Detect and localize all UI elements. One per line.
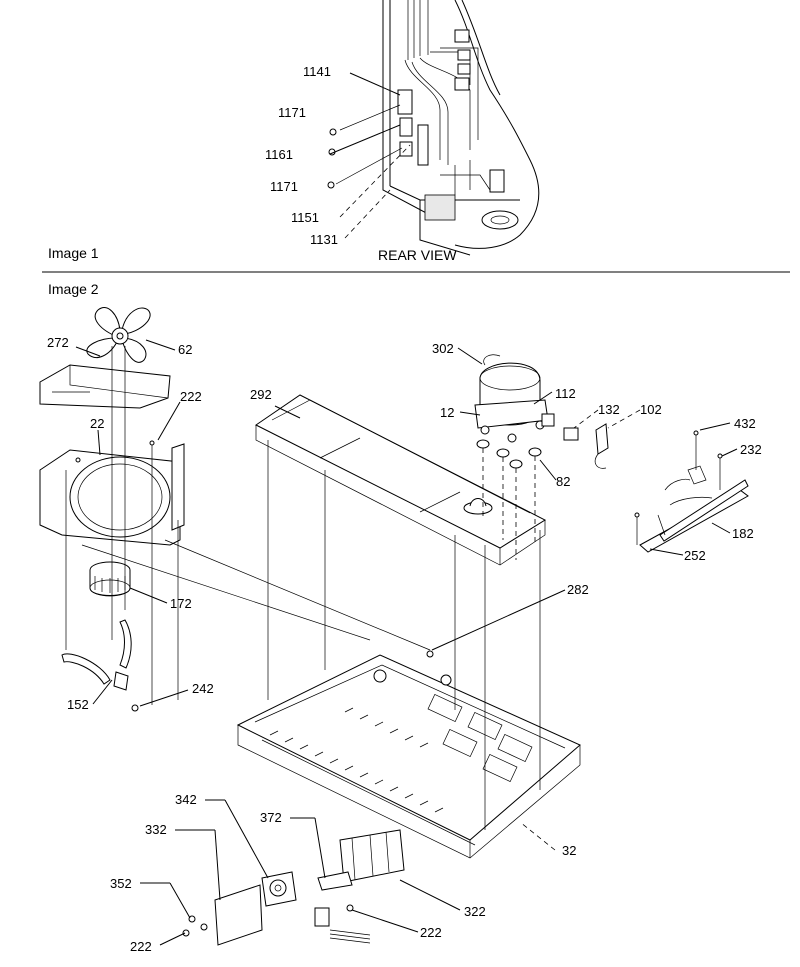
fan-assembly-guides	[65, 346, 431, 705]
callout-1161: 1161	[265, 147, 293, 162]
callout-252: 252	[684, 548, 706, 563]
callout-182: 182	[732, 526, 754, 541]
fan-shroud-cover	[39, 364, 171, 409]
exploded-view-leaders	[75, 339, 738, 946]
callout-222-control: 222	[420, 925, 442, 940]
callout-352: 352	[110, 876, 132, 891]
defrost-heater-assembly	[634, 430, 749, 553]
callout-332: 332	[145, 822, 167, 837]
callout-222-bottom: 222	[130, 939, 152, 954]
fan-motor-bracket	[61, 619, 139, 712]
image1-title: Image 1	[48, 245, 99, 261]
control-bracket	[317, 829, 405, 891]
drain-pan	[255, 394, 547, 566]
fan-blade	[86, 307, 151, 363]
base-tray	[236, 650, 581, 859]
rear-view-leaders	[329, 72, 411, 239]
callout-12: 12	[440, 405, 454, 420]
fan-housing	[39, 440, 185, 546]
callout-1171-upper: 1171	[278, 105, 306, 120]
callout-242: 242	[192, 681, 214, 696]
callout-322: 322	[464, 904, 486, 919]
callout-432: 432	[734, 416, 756, 431]
compressor-grommets	[476, 439, 542, 560]
callout-282: 282	[567, 582, 589, 597]
callout-372: 372	[260, 810, 282, 825]
callout-232: 232	[740, 442, 762, 457]
callout-22: 22	[90, 416, 104, 431]
compressor-electrical	[541, 413, 609, 469]
callout-82: 82	[556, 474, 570, 489]
compressor	[474, 354, 549, 443]
temperature-control	[182, 871, 371, 946]
tray-assembly-guides	[267, 440, 541, 830]
callout-302: 302	[432, 341, 454, 356]
rear-view-caption: REAR VIEW	[378, 247, 457, 263]
callout-222-fan: 222	[180, 389, 202, 404]
callout-1141: 1141	[303, 64, 331, 79]
callout-1131: 1131	[310, 232, 338, 247]
rear-view-assembly	[327, 0, 540, 256]
image2-title: Image 2	[48, 281, 99, 297]
callout-1151: 1151	[291, 210, 319, 225]
callout-132: 132	[598, 402, 620, 417]
callout-1171-lower: 1171	[270, 179, 298, 194]
callout-32: 32	[562, 843, 576, 858]
callout-342: 342	[175, 792, 197, 807]
fan-motor	[89, 561, 131, 597]
callout-102: 102	[640, 402, 662, 417]
callout-112: 112	[555, 386, 576, 401]
callout-62: 62	[178, 342, 192, 357]
callout-152: 152	[67, 697, 89, 712]
callout-272: 272	[47, 335, 69, 350]
callout-172: 172	[170, 596, 192, 611]
callout-292: 292	[250, 387, 272, 402]
